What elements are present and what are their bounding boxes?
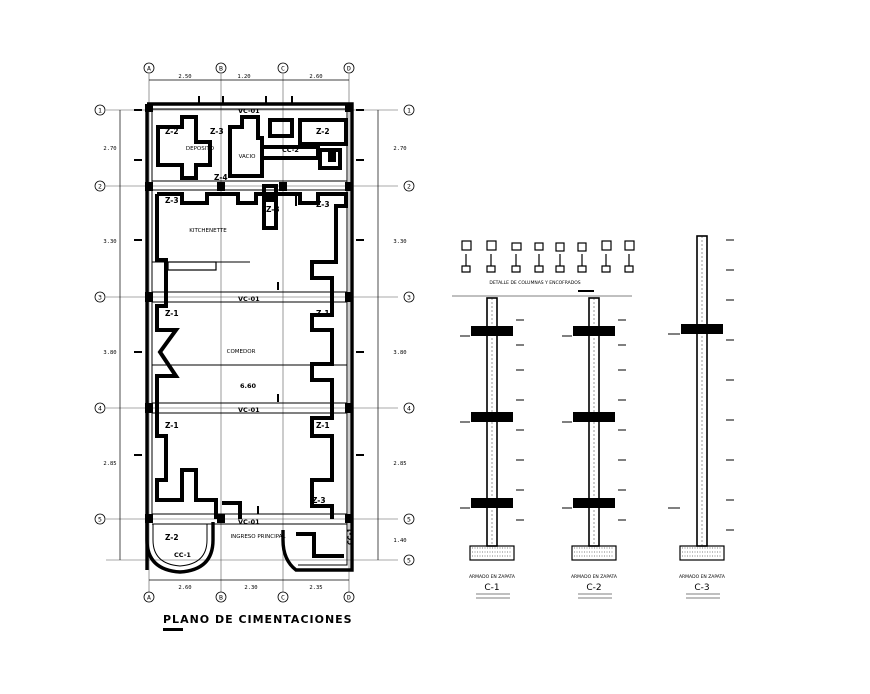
- grid-number-4-right: 4: [407, 405, 411, 413]
- dim-bottom-1: 2.60: [178, 585, 191, 591]
- footing-label-c3: ARMADO EN ZAPATA: [679, 574, 726, 580]
- dim-right-4: 2.85: [393, 461, 406, 467]
- grid-letter-b-top: B: [219, 65, 223, 73]
- grid-lines: [106, 74, 398, 592]
- zapata-label: Z-4: [214, 173, 228, 182]
- dim-bottom-3: 2.35: [309, 585, 322, 591]
- footing-label-c2: ARMADO EN ZAPATA: [571, 574, 618, 580]
- beam-span-dim: 6.60: [240, 382, 257, 390]
- dim-right-3: 3.80: [393, 350, 406, 356]
- drawing-title: PLANO DE CIMENTACIONES: [163, 613, 353, 626]
- grid-letter-a-top: A: [147, 65, 151, 73]
- dim-left-3: 3.80: [103, 350, 116, 356]
- zapata-label: Z-2: [165, 533, 179, 542]
- zapata-label: Z-1: [165, 421, 179, 430]
- zapata-label: Z-3: [316, 200, 330, 209]
- dim-bottom-2: 2.30: [244, 585, 257, 591]
- section-label-c1: C-1: [484, 583, 499, 593]
- kitchen-counter-pad: [167, 261, 217, 271]
- dowel-marks: [134, 96, 364, 514]
- grid-number-5-left: 5: [98, 516, 102, 524]
- grid-number-2-left: 2: [98, 183, 102, 191]
- zapata-label: Z-3: [210, 127, 224, 136]
- zapata-label: Z-1: [165, 309, 179, 318]
- tie-beams: [152, 180, 347, 525]
- section-c1: [460, 297, 524, 561]
- room-label-comedor: COMEDOR: [227, 349, 256, 355]
- grid-letter-c-top: C: [281, 65, 285, 73]
- room-label-kitchenette: KITCHENETTE: [189, 228, 227, 234]
- grid-number-4-left: 4: [98, 405, 102, 413]
- dim-right-1: 2.70: [393, 146, 406, 152]
- zapata-label: Z-3: [266, 205, 280, 214]
- grid-number-5-right: 5: [407, 516, 411, 524]
- grid-letter-d-top: D: [347, 65, 351, 73]
- grid-number-1-right: 1: [407, 107, 411, 115]
- inner-footings: [155, 115, 348, 558]
- grid-number-3-right: 3: [407, 294, 411, 302]
- entrance-arc: [145, 522, 215, 574]
- zapata-label: Z-3: [312, 496, 326, 505]
- section-label-c3: C-3: [694, 583, 709, 593]
- details-header: DETALLE DE COLUMNAS Y ENCOFRADOS: [489, 280, 580, 286]
- cc-label: CC-1: [346, 528, 354, 545]
- details-header-mark: [578, 290, 594, 292]
- dim-top-3: 2.60: [309, 74, 322, 80]
- grid-number-1-left: 1: [98, 107, 102, 115]
- section-label-c2: C-2: [586, 583, 601, 593]
- grid-letter-b-bottom: B: [219, 594, 223, 602]
- column-detail-icons: [461, 240, 635, 273]
- zapata-label: Z-3: [165, 196, 179, 205]
- zapata-label: Z-2: [316, 127, 330, 136]
- dim-left-2: 3.30: [103, 239, 116, 245]
- grid-number-2-right: 2: [407, 183, 411, 191]
- section-c3: [668, 235, 734, 561]
- zapata-label: Z-1: [316, 309, 330, 318]
- grid-letter-a-bottom: A: [147, 594, 151, 602]
- cc-label: CC-2: [282, 146, 299, 154]
- room-label-ingreso: INGRESO PRINCIPAL: [231, 534, 287, 540]
- room-label-vacio: VACIO: [239, 154, 257, 160]
- dim-left-1: 2.70: [103, 146, 116, 152]
- dim-right-5: 1.40: [393, 538, 406, 544]
- dimension-lines: [119, 79, 379, 581]
- outer-foundation: [145, 102, 354, 572]
- dim-right-2: 3.30: [393, 239, 406, 245]
- section-c2: [562, 297, 626, 561]
- beam-label: VC-01: [238, 295, 260, 303]
- dim-top-1: 2.50: [178, 74, 191, 80]
- dim-left-4: 2.85: [103, 461, 116, 467]
- beam-label: VC-01: [238, 107, 260, 115]
- grid-letter-d-bottom: D: [347, 594, 351, 602]
- section-caption-lines: [476, 593, 720, 599]
- zapata-label: Z-2: [165, 127, 179, 136]
- grid-number-3-left: 3: [98, 294, 102, 302]
- grid-number-5b-right: 5: [407, 557, 411, 565]
- beam-label: VC-01: [238, 406, 260, 414]
- footing-label-c1: ARMADO EN ZAPATA: [469, 574, 516, 580]
- room-label-deposito: DEPOSITO: [186, 146, 215, 152]
- cc-label: CC-1: [174, 551, 191, 559]
- beam-label: VC-01: [238, 518, 260, 526]
- zapata-label: Z-1: [316, 421, 330, 430]
- dim-top-2: 1.20: [237, 74, 250, 80]
- columns: [145, 104, 353, 523]
- grid-bubbles: [94, 62, 415, 603]
- grid-letter-c-bottom: C: [281, 594, 285, 602]
- title-underline: [163, 628, 183, 631]
